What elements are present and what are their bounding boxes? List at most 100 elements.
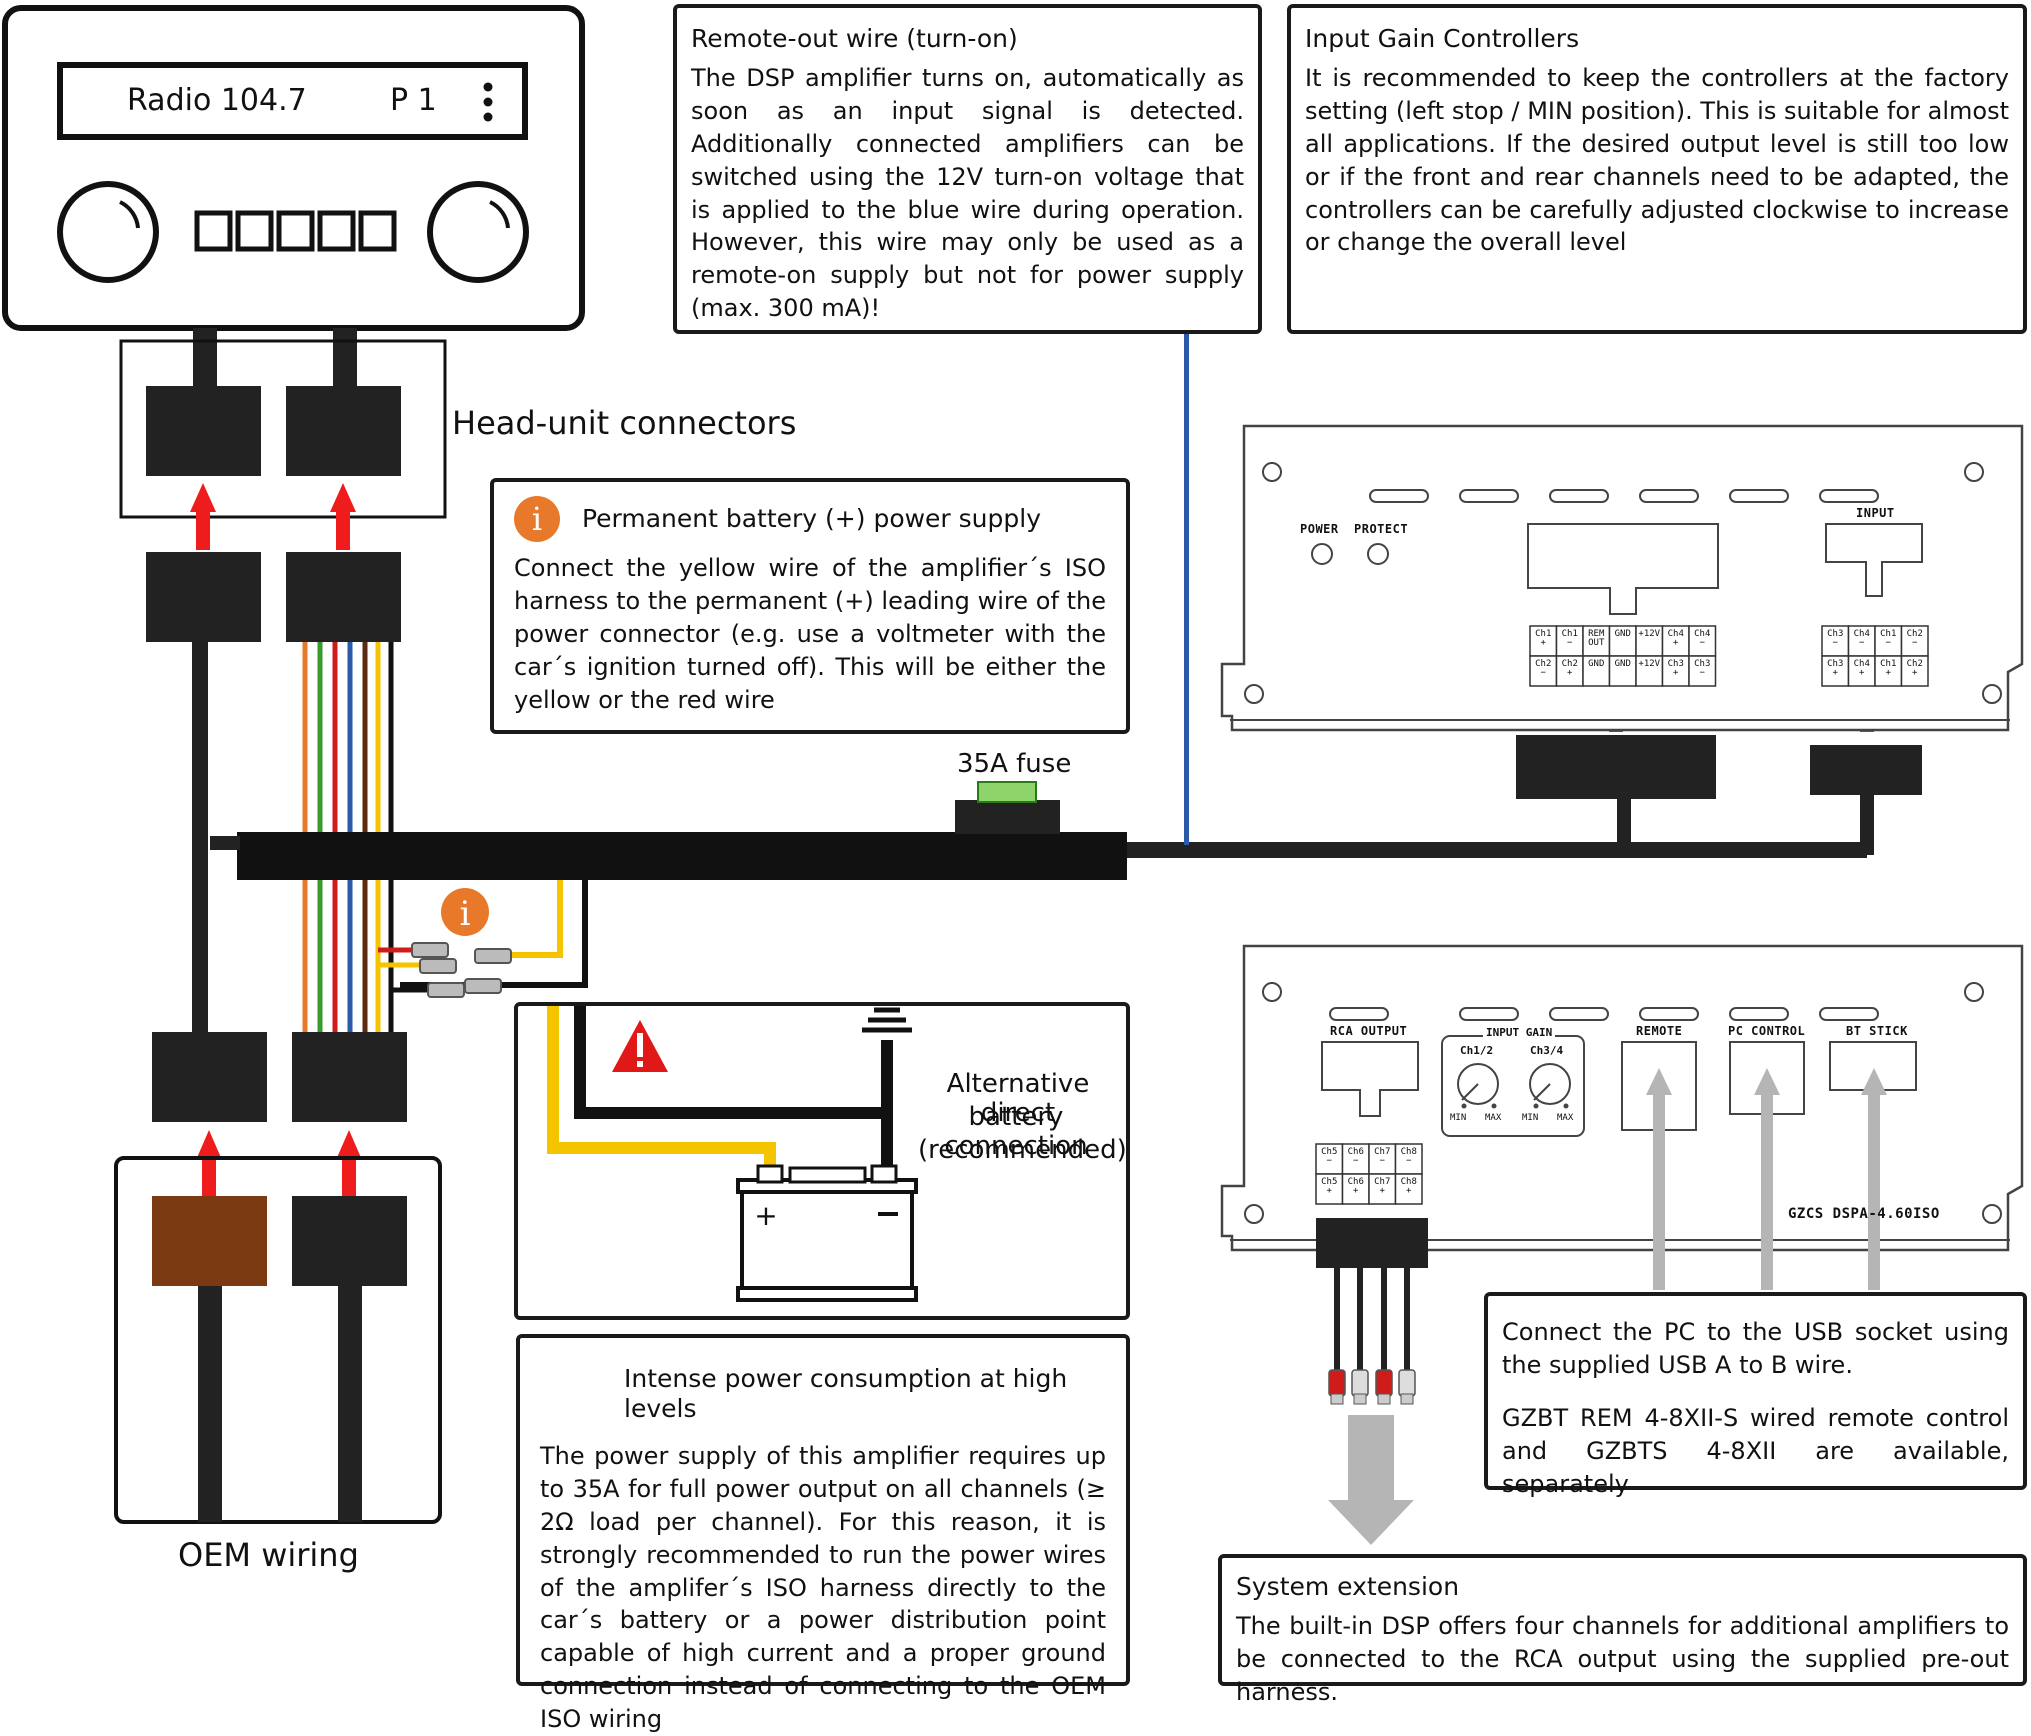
rca-preout-harness bbox=[1316, 1218, 1428, 1405]
bt-stick-port-label: BT STICK bbox=[1846, 1024, 1908, 1038]
amp-top-main-pin-label: Ch3 − bbox=[1694, 659, 1711, 678]
remote-out-title: Remote-out wire (turn-on) bbox=[691, 24, 1018, 53]
amp-top-main-pin-label: Ch2 − bbox=[1535, 659, 1552, 678]
amp-top-input-pin-label: Ch2 + bbox=[1906, 659, 1923, 678]
amp-top-main-pin-0-4 bbox=[1635, 625, 1664, 657]
remote-port-label: REMOTE bbox=[1636, 1024, 1683, 1038]
radio-preset-text: P 1 bbox=[390, 83, 437, 118]
volume-knob-left bbox=[57, 181, 159, 283]
protect-led-label: PROTECT bbox=[1354, 522, 1409, 536]
amp-top-main-pin-label: Ch4 − bbox=[1694, 629, 1711, 648]
permanent-supply-body: Connect the yellow wire of the amplifier… bbox=[514, 554, 1106, 714]
permanent-supply-title: Permanent battery (+) power supply bbox=[581, 504, 1042, 533]
amp-top-main-pin-1-5 bbox=[1661, 655, 1690, 687]
amp-top-input-pin-label: Ch4 + bbox=[1853, 659, 1870, 678]
amp-top-main-pin-label: Ch3 + bbox=[1667, 659, 1684, 678]
amp-bottom-out-pin-label: Ch6 − bbox=[1347, 1147, 1364, 1166]
alt-battery-label-2: battery connection bbox=[944, 1102, 1088, 1161]
power-led-label: POWER bbox=[1300, 522, 1339, 536]
amp-top-main-pin-label: Ch2 + bbox=[1561, 659, 1578, 678]
amp-top-main-pin-0-0 bbox=[1529, 625, 1558, 657]
amp-bottom-out-pin-label: Ch5 + bbox=[1321, 1177, 1338, 1196]
preset-buttons bbox=[194, 210, 397, 252]
amp-bottom-out-pin-label: Ch6 + bbox=[1347, 1177, 1364, 1196]
amp-top-input-pin-1-3 bbox=[1900, 655, 1929, 687]
amp-top-main-pin-label: REM OUT bbox=[1588, 629, 1605, 648]
alt-battery-label-3: (recommended) bbox=[918, 1135, 1127, 1165]
amp-bottom-out-pin-label: Ch8 − bbox=[1400, 1147, 1417, 1166]
amp-bottom-out-pin-label: Ch7 − bbox=[1374, 1147, 1391, 1166]
amp-top-main-pin-label: GND bbox=[1588, 659, 1605, 669]
amp-top-main-pin-label: GND bbox=[1614, 659, 1631, 669]
amp-top-main-pin-label: Ch1 + bbox=[1535, 629, 1552, 648]
remote-out-box: Remote-out wire (turn-on) The DSP amplif… bbox=[673, 4, 1262, 334]
fuse-label: 35A fuse bbox=[957, 749, 1072, 779]
amplifier-model-label: GZCS DSPA-4.60ISO bbox=[1788, 1206, 1940, 1222]
amp-top-main-pin-1-1 bbox=[1555, 655, 1584, 687]
battery-panel bbox=[514, 1002, 1130, 1320]
radio-display-text: Radio 104.7 bbox=[127, 83, 307, 118]
amp-top-main-pin-0-6 bbox=[1688, 625, 1717, 657]
amp-top-input-pin-label: Ch1 + bbox=[1880, 659, 1897, 678]
system-extension-box: System extension The built-in DSP offers… bbox=[1218, 1554, 2027, 1706]
head-unit-connector-frame bbox=[119, 339, 447, 519]
amp-bottom-out-pin-1-0 bbox=[1315, 1173, 1344, 1205]
amp-top-input-pin-label: Ch1 − bbox=[1880, 629, 1897, 648]
oem-wiring-frame bbox=[114, 1156, 442, 1524]
alt-battery-label-1: Alternative direct bbox=[946, 1069, 1090, 1128]
wire-terminals bbox=[411, 942, 512, 998]
input-gain-label: INPUT GAIN bbox=[1483, 1026, 1556, 1039]
amplifier-bottom bbox=[1220, 944, 2024, 1252]
amp-top-main-pin-label: +12V bbox=[1638, 659, 1661, 669]
pc-control-port-label: PC CONTROL bbox=[1728, 1024, 1806, 1038]
amplifier-top bbox=[1220, 424, 2024, 732]
intense-power-box: Intense power consumption at high levels… bbox=[516, 1334, 1130, 1733]
svg-text:+: + bbox=[754, 1199, 777, 1232]
input-gain-box: Input Gain Controllers It is recommended… bbox=[1287, 4, 2027, 334]
amp-bottom-out-pin-0-3 bbox=[1394, 1143, 1423, 1175]
ch34-gain-label: Ch3/4 bbox=[1530, 1044, 1564, 1057]
tuning-knob-right bbox=[427, 181, 529, 283]
info-icon: i bbox=[441, 888, 489, 936]
amp-top-input-pin-label: Ch4 − bbox=[1853, 629, 1870, 648]
min-label-2: MIN bbox=[1522, 1113, 1539, 1123]
amp-bottom-out-pin-label: Ch7 + bbox=[1374, 1177, 1391, 1196]
ch12-gain-label: Ch1/2 bbox=[1460, 1044, 1494, 1057]
warning-icon-battery bbox=[612, 1020, 668, 1072]
grey-arrows bbox=[1328, 1068, 1887, 1545]
input-label: INPUT bbox=[1856, 506, 1895, 520]
amp-top-main-pin-label: Ch1 − bbox=[1561, 629, 1578, 648]
max-label-2: MAX bbox=[1557, 1113, 1574, 1123]
amp-bottom-out-pin-label: Ch5 − bbox=[1321, 1147, 1338, 1166]
battery-illustration: + bbox=[547, 1002, 918, 1302]
amp-top-main-pin-0-3 bbox=[1608, 625, 1637, 657]
amp-top-input-pin-label: Ch3 − bbox=[1827, 629, 1844, 648]
svg-text:i: i bbox=[460, 894, 471, 934]
input-gain-body: It is recommended to keep the controller… bbox=[1305, 64, 2009, 257]
amp-top-main-pin-label: +12V bbox=[1638, 629, 1661, 639]
amp-bottom-out-pin-label: Ch8 + bbox=[1400, 1177, 1417, 1196]
head-unit-connectors-label: Head-unit connectors bbox=[452, 404, 797, 442]
amp-top-main-pin-label: Ch4 + bbox=[1667, 629, 1684, 648]
amp-bottom-out-pin-1-1 bbox=[1341, 1173, 1370, 1205]
amp-top-input-pin-label: Ch3 + bbox=[1827, 659, 1844, 678]
input-gain-title: Input Gain Controllers bbox=[1305, 24, 1580, 53]
intense-power-title: Intense power consumption at high levels bbox=[624, 1364, 1068, 1423]
amp-top-input-pin-1-0 bbox=[1821, 655, 1850, 687]
amp-top-main-pin-0-2 bbox=[1582, 625, 1611, 657]
amp-top-main-pin-1-6 bbox=[1688, 655, 1717, 687]
amp-top-input-pin-1-2 bbox=[1874, 655, 1903, 687]
min-label-1: MIN bbox=[1450, 1113, 1467, 1123]
amp-bottom-out-pin-1-3 bbox=[1394, 1173, 1423, 1205]
usb-note-line1: Connect the PC to the USB socket using t… bbox=[1502, 1318, 2009, 1380]
info-icon: i bbox=[514, 496, 560, 542]
fuse bbox=[955, 781, 1060, 834]
amp-top-main-pin-label: GND bbox=[1614, 629, 1631, 639]
max-label-1: MAX bbox=[1485, 1113, 1502, 1123]
usb-note-box: Connect the PC to the USB socket using t… bbox=[1484, 1292, 2027, 1498]
amp-top-main-pin-1-4 bbox=[1635, 655, 1664, 687]
usb-note-line2: GZBT REM 4-8XII-S wired remote control a… bbox=[1502, 1404, 2009, 1499]
amp-top-input-pin-label: Ch2 − bbox=[1906, 629, 1923, 648]
oem-wiring-label: OEM wiring bbox=[178, 1536, 359, 1574]
permanent-supply-box: i Permanent battery (+) power supply Con… bbox=[490, 478, 1130, 734]
